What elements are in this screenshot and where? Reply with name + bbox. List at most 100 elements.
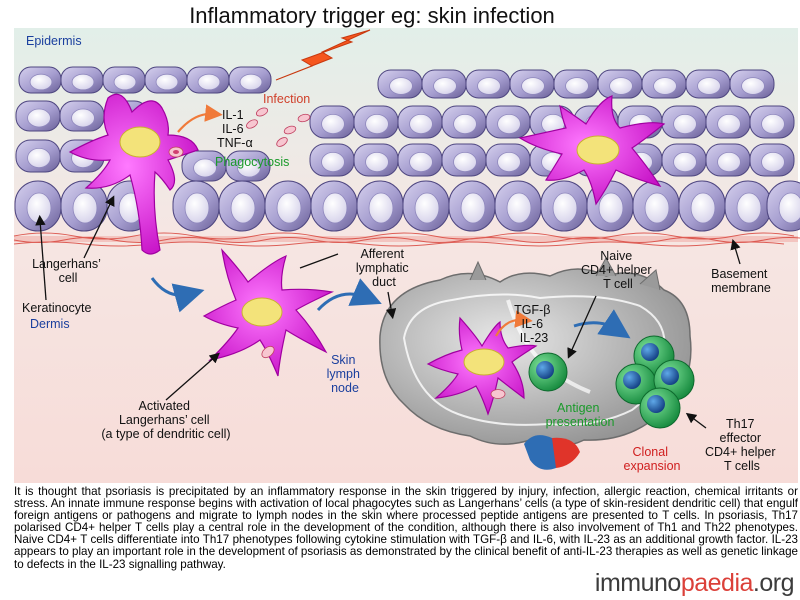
activated-lc-line3: (a type of dendritic cell) [101, 427, 230, 441]
keratinocyte-cell [485, 105, 531, 139]
th17-line1: Th17 [726, 417, 755, 431]
activated-langerhans-cell [202, 248, 335, 377]
naive-t-cell-line1: Naive [600, 249, 632, 263]
langerhans-cell-right [518, 95, 666, 206]
afferent-duct-line1: Afferent [360, 247, 404, 261]
keratinocyte-cell [15, 139, 61, 173]
keratinocyte-cell [705, 105, 751, 139]
keratinocyte-cell [144, 66, 188, 94]
keratinocyte-cell [356, 180, 404, 232]
keratinocyte-label: Keratinocyte [22, 301, 92, 315]
basement-membrane-line2: membrane [711, 281, 771, 295]
keratinocyte-cell [60, 66, 104, 94]
cytokine-il6: IL-6 [222, 122, 244, 136]
th17-line3: CD4+ helper [705, 445, 776, 459]
differentiation-arrow [573, 309, 631, 339]
keratinocyte-cell [421, 69, 467, 99]
th17-label: Th17 effector CD4+ helper T cells [705, 417, 779, 473]
keratinocyte-cell [353, 143, 399, 177]
watermark-part-3: .org [752, 569, 795, 597]
keratinocyte-cell [678, 180, 726, 232]
leader-lines [35, 195, 741, 429]
keratinocyte-layers [14, 66, 800, 232]
keratinocyte-cell [632, 180, 680, 232]
naive-t-cell-line3: T cell [603, 277, 633, 291]
keratinocyte-cell [264, 180, 312, 232]
keratinocyte-cell [441, 105, 487, 139]
cytokine-il6-node: IL-6 [521, 317, 543, 331]
keratinocyte-cell [60, 180, 108, 232]
antigen-presentation-label: Antigen presentation [546, 401, 615, 429]
naive-t-cell-line2: CD4+ helper [581, 263, 652, 277]
basement-membrane-label: Basement membrane [711, 267, 771, 295]
keratinocyte-cell [485, 143, 531, 177]
infection-label: Infection [263, 92, 310, 106]
cytokine-tgfb: TGF-β [514, 303, 550, 317]
keratinocyte-cell [448, 180, 496, 232]
keratinocyte-cell [685, 69, 731, 99]
migration-arrow-1 [150, 277, 205, 313]
th17-line4: T cells [724, 459, 760, 473]
migration-arrow-2 [316, 278, 382, 312]
keratinocyte-cell [228, 66, 272, 94]
keratinocyte-cell [59, 100, 105, 132]
keratinocyte-cell [102, 66, 146, 94]
keratinocyte-cell [402, 180, 450, 232]
pathogen-particles [246, 107, 311, 147]
keratinocyte-cell [509, 69, 555, 99]
keratinocyte-cell [225, 150, 271, 182]
antigen-presentation-line2: presentation [546, 415, 615, 429]
site-watermark: immunopaedia.org [594, 569, 795, 598]
keratinocyte-cell [766, 180, 800, 232]
dermis-label: Dermis [30, 317, 70, 331]
keratinocyte-cell [729, 69, 775, 99]
keratinocyte-cell [15, 100, 61, 132]
caption-paragraph: It is thought that psoriasis is precipit… [14, 486, 798, 571]
skin-lymph-node-label: Skin lymph node [327, 353, 364, 395]
antigen-presentation-line1: Antigen [557, 401, 599, 415]
watermark-part-1: immuno [594, 569, 681, 597]
keratinocyte-cell [749, 105, 795, 139]
langerhans-nucleus [119, 126, 161, 158]
keratinocyte-cell [661, 143, 707, 177]
cytokine-il1: IL-1 [222, 108, 244, 122]
skin-lymph-node-line1: Skin [331, 353, 355, 367]
activated-lc-line2: Langerhans’ cell [119, 413, 210, 427]
langerhans-nucleus-right [576, 135, 620, 165]
keratinocyte-cell [705, 143, 751, 177]
epidermis-label: Epidermis [26, 34, 82, 48]
keratinocyte-cell [309, 143, 355, 177]
afferent-duct-line2: lymphatic [356, 261, 409, 275]
keratinocyte-cell [494, 180, 542, 232]
langerhans-cell-label: Langerhans’ cell [32, 257, 104, 285]
keratinocyte-cell [18, 66, 62, 94]
cytokines-skin-label: IL-1 IL-6 TNF-α [217, 108, 253, 150]
basement-membrane-line1: Basement [711, 267, 768, 281]
cytokine-tnfa: TNF-α [217, 136, 253, 150]
keratinocyte-cell [218, 180, 266, 232]
cytokine-release-arrow [177, 104, 223, 133]
keratinocyte-cell [641, 69, 687, 99]
clonal-expansion-line1: Clonal [633, 445, 668, 459]
clonal-expansion-label: Clonal expansion [624, 445, 681, 473]
keratinocyte-cell [181, 150, 227, 182]
keratinocyte-cell [749, 143, 795, 177]
keratinocyte-cell [186, 66, 230, 94]
keratinocyte-cell [397, 105, 443, 139]
clonal-expansion-line2: expansion [624, 459, 681, 473]
skin-lymph-node-line3: node [331, 381, 359, 395]
keratinocyte-cell [597, 69, 643, 99]
diagram-title: Inflammatory trigger eg: skin infection [189, 3, 555, 28]
activated-lc-line1: Activated [139, 399, 190, 413]
langerhans-cell-label-line1: Langerhans’ [32, 257, 100, 271]
afferent-duct-line3: duct [372, 275, 396, 289]
activated-lc-label: Activated Langerhans’ cell (a type of de… [101, 399, 230, 441]
keratinocyte-cell [465, 69, 511, 99]
th17-line2: effector [720, 431, 761, 445]
afferent-duct-label: Afferent lymphatic duct [356, 247, 412, 289]
keratinocyte-cell [172, 180, 220, 232]
cytokine-il23: IL-23 [520, 331, 549, 345]
keratinocyte-cell [377, 69, 423, 99]
keratinocyte-cell [441, 143, 487, 177]
keratinocyte-cell [724, 180, 772, 232]
